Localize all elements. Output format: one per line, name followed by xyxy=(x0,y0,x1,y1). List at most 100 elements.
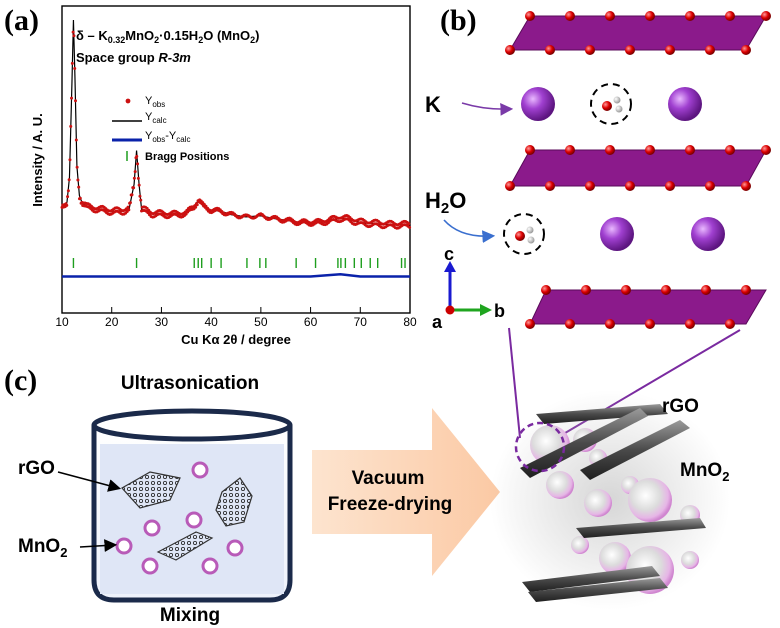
obs-point xyxy=(68,158,72,162)
obs-point xyxy=(74,138,78,142)
x-axis-label: Cu Kα 2θ / degree xyxy=(181,332,291,347)
obs-point xyxy=(76,178,80,182)
process-label-line-2: Freeze-drying xyxy=(328,494,453,515)
chart-plot-frame xyxy=(61,5,411,314)
chart-legend: Yobs Ycalc Yobs-Ycalc Bragg Positions xyxy=(112,95,229,163)
obs-point xyxy=(71,30,75,34)
obs-point xyxy=(132,186,136,190)
potassium-atom xyxy=(600,217,634,251)
k-pointer-arrow xyxy=(461,102,514,116)
obs-point xyxy=(136,162,140,166)
mixing-label: Mixing xyxy=(160,605,220,626)
obs-point xyxy=(194,205,198,209)
obs-point xyxy=(74,99,78,103)
obs-point xyxy=(130,193,134,197)
a-axis-dot xyxy=(445,305,455,315)
b-axis-label: b xyxy=(494,301,505,321)
rgo-sheet xyxy=(580,420,690,480)
legend-bragg-label: Bragg Positions xyxy=(145,151,229,163)
beaker xyxy=(91,408,293,603)
potassium-atom xyxy=(521,87,555,121)
panel-label-b: (b) xyxy=(440,4,477,37)
rgo-sheet xyxy=(520,408,648,478)
zoom-circle xyxy=(514,421,566,473)
x-tick-label: 50 xyxy=(254,315,268,329)
obs-point xyxy=(69,124,73,128)
obs-point xyxy=(138,194,142,198)
water-molecule xyxy=(602,96,623,113)
axes-triad: c a b xyxy=(432,244,505,332)
obs-point xyxy=(77,185,81,189)
rgo-sheet xyxy=(576,518,706,538)
oxygen-atoms xyxy=(505,11,771,55)
diff-curve xyxy=(62,272,410,278)
obs-point xyxy=(67,178,71,182)
rgo-left-label: rGO xyxy=(18,458,55,479)
chart-space-group: Space group R-3m xyxy=(76,50,191,65)
legend-diff-label: Yobs-Ycalc xyxy=(145,130,190,144)
obs-point xyxy=(139,198,143,202)
c-axis-label: c xyxy=(444,244,454,264)
obs-point xyxy=(65,203,69,207)
slab-layer xyxy=(509,15,767,51)
legend-obs-marker xyxy=(125,98,131,104)
mno2-particles xyxy=(115,461,244,575)
obs-series xyxy=(60,30,412,230)
h2o-pointer-arrow xyxy=(443,219,496,243)
legend-obs-label: Yobs xyxy=(145,95,165,109)
h2o-label: H2O xyxy=(425,188,466,217)
rgo-flake xyxy=(121,471,181,509)
x-tick-label: 60 xyxy=(304,315,318,329)
obs-point xyxy=(66,189,70,193)
obs-point xyxy=(70,61,74,65)
x-tick-label: 10 xyxy=(55,315,69,329)
chart-title-formula: δ – K0.32MnO2·0.15H2O (MnO2) xyxy=(76,28,260,45)
process-arrow: Vacuum Freeze-drying xyxy=(312,408,500,576)
obs-point xyxy=(78,196,82,200)
water-molecule xyxy=(515,226,535,244)
ultrasonication-label: Ultrasonication xyxy=(121,373,259,394)
oxygen-atoms xyxy=(525,285,751,329)
panel-label-a: (a) xyxy=(4,4,39,37)
obs-point xyxy=(133,170,137,174)
y-axis-label: Intensity / A. U. xyxy=(30,113,45,206)
water-highlight-circle xyxy=(503,213,545,255)
panel-label-c: (c) xyxy=(4,364,37,397)
obs-point xyxy=(132,176,136,180)
mno2-right-label: MnO2 xyxy=(680,460,729,484)
obs-point xyxy=(184,212,188,216)
obs-point xyxy=(73,67,77,71)
oxygen-atoms xyxy=(505,145,771,191)
slab-layer xyxy=(529,289,767,325)
obs-point xyxy=(66,195,70,199)
potassium-atom xyxy=(691,217,725,251)
rgo-sheet xyxy=(528,578,668,602)
process-arrow-shape xyxy=(312,408,500,576)
rgo-right-label: rGO xyxy=(662,396,699,417)
rgo-sheet xyxy=(536,404,668,424)
a-axis-label: a xyxy=(432,312,443,332)
obs-point xyxy=(70,96,74,100)
obs-point xyxy=(75,165,79,169)
legend-calc-label: Ycalc xyxy=(145,111,167,125)
obs-point xyxy=(128,201,132,205)
obs-point xyxy=(136,176,140,180)
rgo-flake xyxy=(156,531,214,561)
rgo-sheets xyxy=(520,404,706,602)
x-tick-label: 20 xyxy=(105,315,119,329)
obs-point xyxy=(127,208,131,212)
mno2-slab-3 xyxy=(525,285,767,329)
x-tick-label: 80 xyxy=(403,315,417,329)
mno2-pointer-arrow xyxy=(79,539,118,552)
obs-point xyxy=(126,205,130,209)
slab-layer xyxy=(509,149,767,187)
obs-point xyxy=(408,225,412,229)
potassium-atom xyxy=(668,87,702,121)
process-label-line-1: Vacuum xyxy=(352,468,425,489)
obs-point xyxy=(407,222,411,226)
k-label: K xyxy=(425,92,441,117)
obs-point xyxy=(135,154,139,158)
